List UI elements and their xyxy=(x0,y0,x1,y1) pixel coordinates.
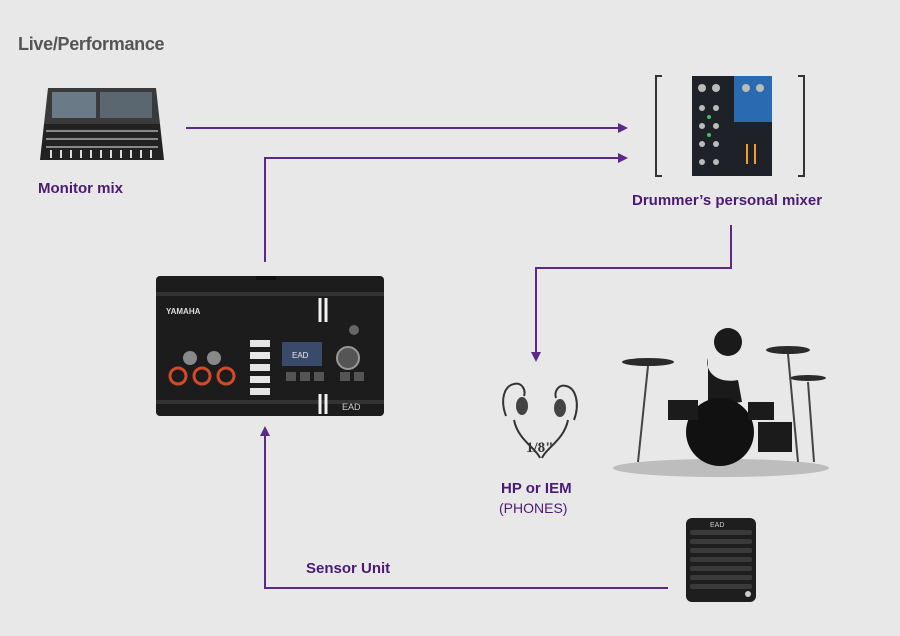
sensor-logo: EAD xyxy=(710,522,724,529)
monitor-mix-console xyxy=(38,84,166,169)
sensor-unit-label: Sensor Unit xyxy=(306,560,391,577)
page-title: Live/Performance xyxy=(18,34,165,54)
ead-bottom-logo: EAD xyxy=(342,402,361,412)
jack-size-label: 1/8" xyxy=(526,440,554,456)
monitor-mix-label: Monitor mix xyxy=(38,180,123,197)
hp-iem-label: HP or IEM xyxy=(501,480,572,497)
phones-label: (PHONES) xyxy=(499,500,568,516)
yamaha-logo: YAMAHA xyxy=(166,307,201,316)
personal-mixer-label: Drummer’s personal mixer xyxy=(632,192,823,209)
ead-screen-logo: EAD xyxy=(292,351,309,360)
personal-mixer xyxy=(650,74,810,185)
iem-headphones-icon: 1/8" xyxy=(496,380,586,465)
ead-module: YAMAHA EAD EAD xyxy=(156,270,384,421)
arrow-mixer-to-headphones xyxy=(531,225,732,362)
sensor-unit: EAD xyxy=(682,518,760,607)
arrow-sensor-to-module xyxy=(260,426,668,589)
arrow-module-to-mixer xyxy=(264,153,628,262)
drummer-photo xyxy=(608,322,834,483)
